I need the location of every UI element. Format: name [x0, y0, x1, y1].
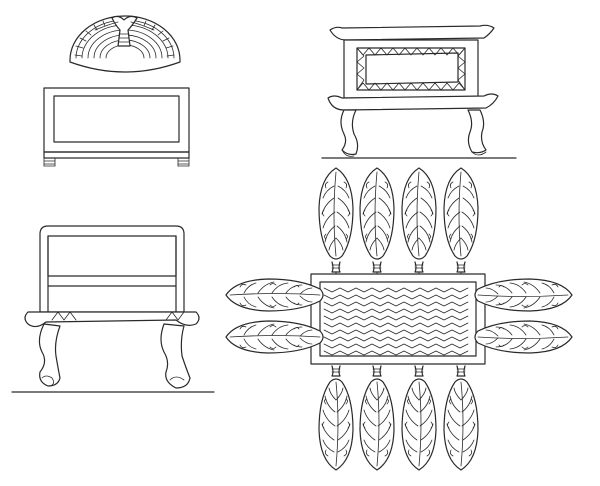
leaf-legs-sides: [225, 278, 573, 354]
chest-with-fan-lid: [43, 15, 190, 167]
chair-side-view: [11, 225, 215, 393]
leaf-legs-bottom: [318, 365, 479, 471]
stool-zigzag-border: [321, 24, 517, 159]
leaf-legs-top: [318, 167, 479, 275]
fan-ornament: [69, 15, 181, 73]
bed-with-leaf-legs: [225, 167, 573, 471]
